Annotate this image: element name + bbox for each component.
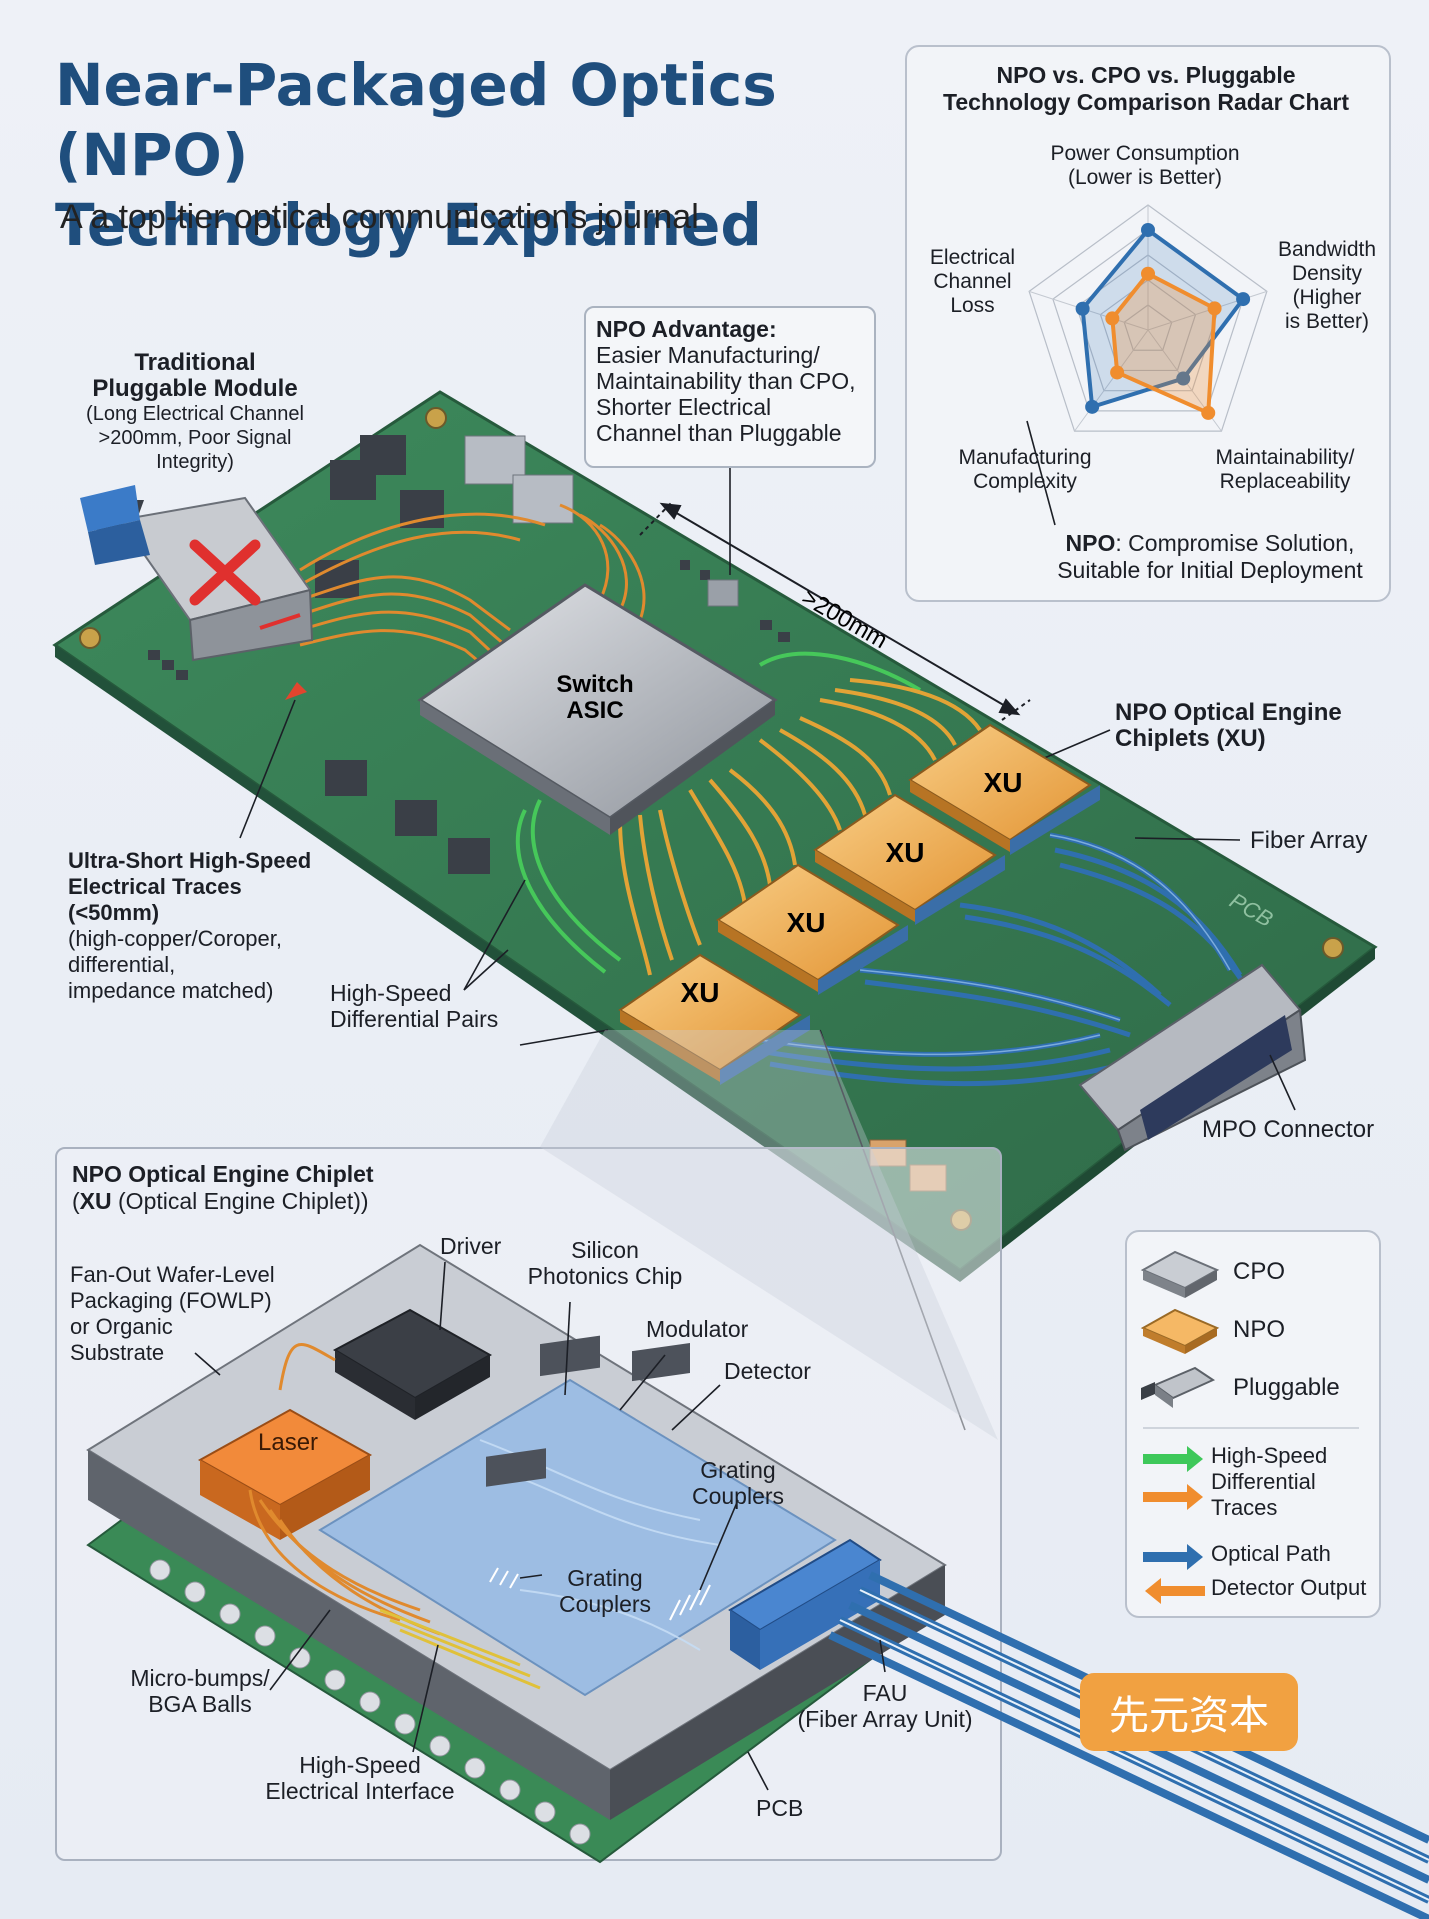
- zoom-wedge: [540, 1030, 998, 1440]
- radar-point-cpo-5: [1075, 301, 1090, 316]
- dimension-line: [639, 501, 1031, 721]
- asic-label-2: ASIC: [566, 697, 623, 724]
- driver-chip: [332, 1308, 493, 1420]
- radar-grid-ring-5: [1028, 204, 1268, 432]
- small-chip: [486, 1448, 546, 1487]
- interface-label: High-Speed Electrical Interface: [265, 1752, 455, 1804]
- legend-cpo: CPO: [1233, 1258, 1286, 1285]
- switch-asic: [417, 583, 778, 835]
- npo-swatch: [1140, 1308, 1220, 1354]
- radar-point-npo-4: [1110, 365, 1125, 380]
- pluggable-swatch: [1141, 1366, 1216, 1408]
- legend-detector: Detector Output: [1211, 1575, 1367, 1600]
- green-arrow-icon: [1143, 1446, 1203, 1472]
- bumps-label: Micro-bumps/ BGA Balls: [130, 1665, 270, 1717]
- radar-point-npo-3: [1201, 405, 1216, 420]
- fau-block: [728, 1538, 882, 1670]
- asic-label-1: Switch: [556, 671, 633, 698]
- bga-balls: [149, 1559, 591, 1845]
- xu-label-1: XU: [681, 977, 720, 1008]
- radar-axis-power: Power Consumption (Lower is Better): [1050, 142, 1240, 189]
- inset-leader-lines: [194, 1261, 886, 1791]
- xu-chiplet-1: [618, 953, 810, 1085]
- radar-point-npo-2: [1207, 301, 1222, 316]
- radar-point-npo-5: [1105, 311, 1120, 326]
- xu-label-2: XU: [787, 907, 826, 938]
- watermark-badge: 先元资本: [1080, 1673, 1298, 1751]
- xu-chiplet-3: [813, 793, 1005, 925]
- pluggable-traces: [299, 503, 646, 677]
- radar-axis-channel: Electrical Channel Loss: [929, 246, 1016, 317]
- page-title: Near-Packaged Optics (NPO) Technology Ex…: [55, 50, 915, 260]
- radar-chart: [1026, 204, 1268, 526]
- grating-couplers: [489, 1567, 711, 1621]
- silicon-photonics-chip: [318, 1378, 837, 1697]
- pluggable-module: [80, 485, 314, 662]
- traces-label: Ultra-Short High-Speed Electrical Traces…: [68, 848, 312, 1003]
- laser-label: Laser: [258, 1429, 319, 1456]
- fiber-array-label: Fiber Array: [1250, 827, 1368, 854]
- xu-chiplet-4: [908, 723, 1100, 855]
- inset-title: NPO Optical Engine Chiplet (XU (Optical …: [72, 1161, 374, 1214]
- orange-arrow-icon: [1143, 1484, 1203, 1510]
- fowlp-label: Fan-Out Wafer-Level Packaging (FOWLP) or…: [70, 1262, 275, 1365]
- advantage-callout: [584, 306, 876, 468]
- grating-upper-label: Grating Couplers: [691, 1457, 785, 1509]
- radar-point-npo-1: [1141, 266, 1155, 281]
- driver-label: Driver: [440, 1233, 502, 1259]
- orange-back-arrow-icon: [1145, 1578, 1205, 1604]
- radar-axis-manufacturing: Manufacturing Complexity: [958, 446, 1092, 493]
- xu-label-3: XU: [886, 837, 925, 868]
- cross-icon: [189, 539, 261, 606]
- xu-chiplet-2: [716, 863, 908, 995]
- grating-lower-label: Grating Couplers: [558, 1565, 652, 1617]
- radar-grid-ring-1: [1123, 304, 1173, 351]
- fau-label: FAU (Fiber Array Unit): [797, 1680, 973, 1732]
- radar-series-cpo: [1080, 228, 1246, 409]
- radar-axis-bandwidth: Bandwidth Density (Higher is Better): [1277, 238, 1377, 333]
- legend-pluggable: Pluggable: [1233, 1374, 1340, 1401]
- page-subtitle: A a top-tier optical communications jour…: [60, 198, 699, 236]
- radar-point-cpo-4: [1085, 399, 1100, 414]
- xu-label-4: XU: [984, 767, 1023, 798]
- asic-chiplet-traces: [618, 678, 982, 976]
- radar-point-cpo-2: [1236, 292, 1251, 307]
- modulator-chip: [540, 1335, 600, 1377]
- radar-grid-ring-2: [1099, 279, 1197, 372]
- mpo-label: MPO Connector: [1202, 1116, 1375, 1143]
- detector-chip: [632, 1343, 690, 1382]
- green-traces: [515, 651, 922, 974]
- legend-traces: High-Speed Differential Traces: [1211, 1443, 1328, 1520]
- silicon-label: Silicon Photonics Chip: [527, 1237, 683, 1289]
- mpo-connector: [1078, 963, 1307, 1152]
- modulator-label: Modulator: [646, 1316, 749, 1342]
- radar-series: [1026, 223, 1251, 526]
- legend-npo: NPO: [1233, 1316, 1286, 1343]
- inset-pcb-label: PCB: [756, 1795, 804, 1821]
- radar-spoke-4: [1074, 329, 1149, 432]
- radar-series-npo: [1110, 271, 1217, 415]
- radar-note-leader: [1026, 420, 1056, 526]
- engines-label: NPO Optical Engine Chiplets (XU): [1115, 699, 1342, 752]
- radar-point-cpo-3: [1176, 371, 1191, 386]
- cpo-swatch: [1140, 1250, 1220, 1298]
- advantage-text: NPO Advantage: Easier Manufacturing/ Mai…: [596, 316, 868, 446]
- radar-point-cpo-1: [1141, 223, 1155, 237]
- legend-swatches: [1140, 1250, 1359, 1604]
- legend-optical: Optical Path: [1211, 1541, 1331, 1566]
- advantage-heading: NPO Advantage:: [596, 316, 777, 342]
- diff-pairs-label: High-Speed Differential Pairs: [330, 980, 499, 1032]
- radar-note: NPO: Compromise Solution, Suitable for I…: [1057, 530, 1363, 583]
- signal-loss-icon: [285, 682, 307, 700]
- pluggable-label: Traditional Pluggable Module (Long Elect…: [86, 349, 304, 474]
- radar-title: NPO vs. CPO vs. Pluggable Technology Com…: [943, 62, 1349, 115]
- title-line-1: Near-Packaged Optics (NPO): [55, 51, 777, 189]
- title-line-2: Technology Explained: [55, 191, 762, 259]
- radar-axis-maintain: Maintainability/ Replaceability: [1215, 446, 1355, 493]
- detector-label: Detector: [724, 1358, 811, 1384]
- blue-arrow-icon: [1143, 1544, 1203, 1570]
